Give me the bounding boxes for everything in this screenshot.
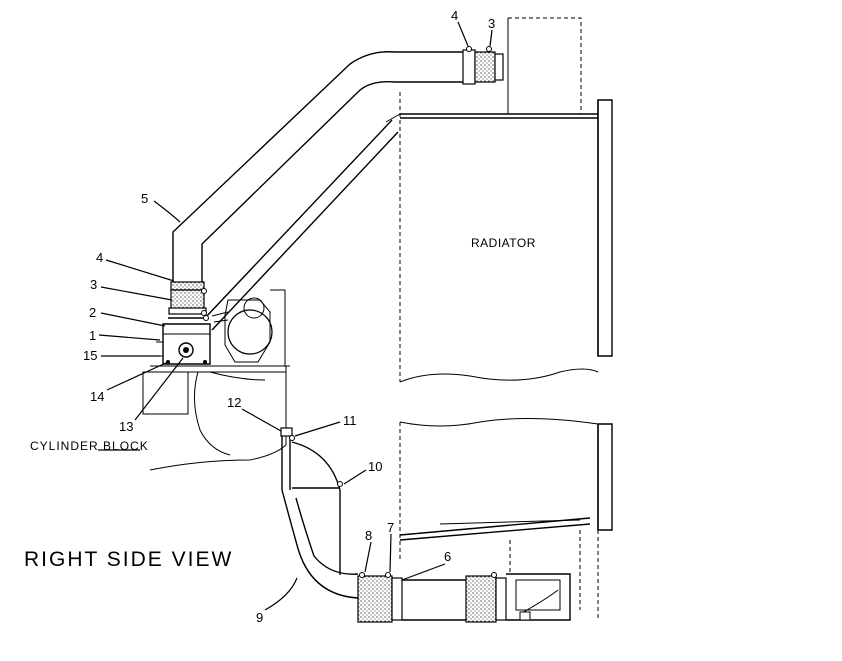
callout-15: 15 xyxy=(83,348,97,363)
radiator-top-tank xyxy=(507,17,582,114)
view-title: RIGHT SIDE VIEW xyxy=(24,548,233,571)
callout-3-lower: 3 xyxy=(90,277,97,292)
lower-water-tube xyxy=(280,427,359,599)
callout-9: 9 xyxy=(256,610,263,625)
callout-2: 2 xyxy=(89,305,96,320)
callout-10: 10 xyxy=(368,459,382,474)
callout-6: 6 xyxy=(444,549,451,564)
upper-radiator-hose xyxy=(462,46,504,85)
callout-8: 8 xyxy=(365,528,372,543)
thermostat-housing xyxy=(156,315,211,365)
callout-leaders xyxy=(98,21,493,611)
callout-7: 7 xyxy=(387,520,394,535)
cylinder-block-label: CYLINDER BLOCK xyxy=(30,439,149,453)
callout-14: 14 xyxy=(90,389,104,404)
callout-12: 12 xyxy=(227,395,241,410)
upper-water-tube xyxy=(172,51,463,282)
callout-5: 5 xyxy=(141,191,148,206)
callout-1: 1 xyxy=(89,328,96,343)
upper-housing-hose xyxy=(168,281,207,316)
callout-3-upper: 3 xyxy=(488,16,495,31)
radiator-lower xyxy=(399,417,613,620)
lower-radiator-hose xyxy=(357,572,571,623)
radiator-upper xyxy=(399,92,613,383)
callout-4-upper: 4 xyxy=(451,8,458,23)
callout-13: 13 xyxy=(119,419,133,434)
support-rod xyxy=(204,113,401,331)
callout-11: 11 xyxy=(343,413,357,428)
callout-4-lower: 4 xyxy=(96,250,103,265)
engine-water-pump xyxy=(142,289,290,471)
radiator-label: RADIATOR xyxy=(471,236,536,250)
